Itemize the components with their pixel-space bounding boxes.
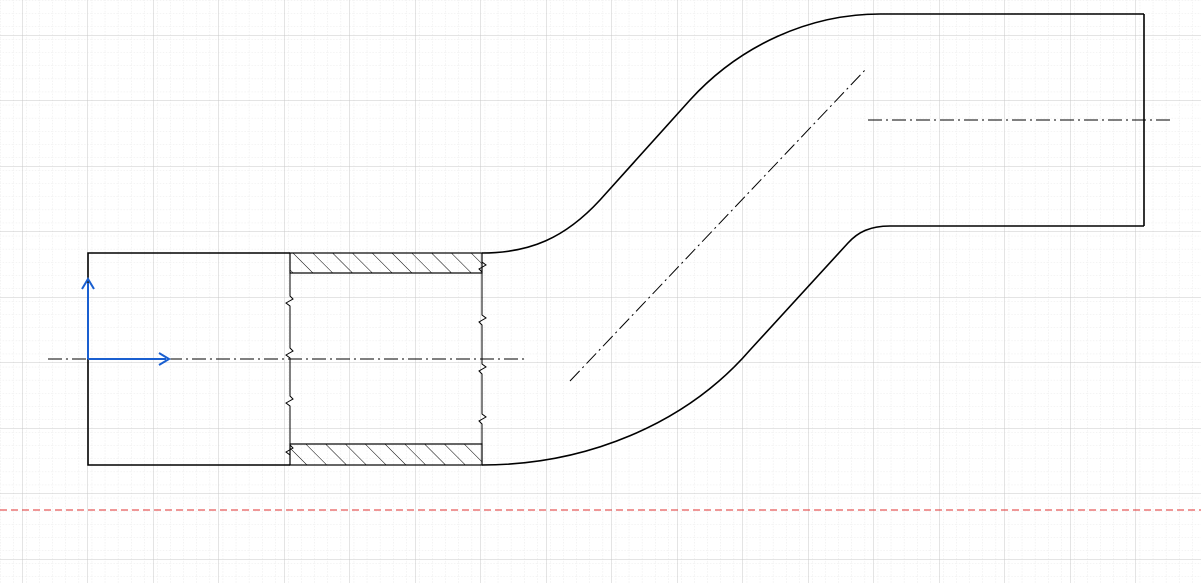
bend-lower-outline[interactable] <box>481 225 1144 466</box>
x-axis-arrowhead <box>158 352 171 366</box>
bottom-wall-hatch[interactable] <box>289 443 483 466</box>
top-wall-hatch[interactable] <box>289 252 483 274</box>
y-axis-arrowhead <box>81 277 95 290</box>
bend-upper-outline[interactable] <box>481 13 1144 254</box>
left-break-line[interactable] <box>285 253 294 465</box>
coordinate-axes <box>81 277 171 366</box>
right-break-line[interactable] <box>478 253 487 465</box>
